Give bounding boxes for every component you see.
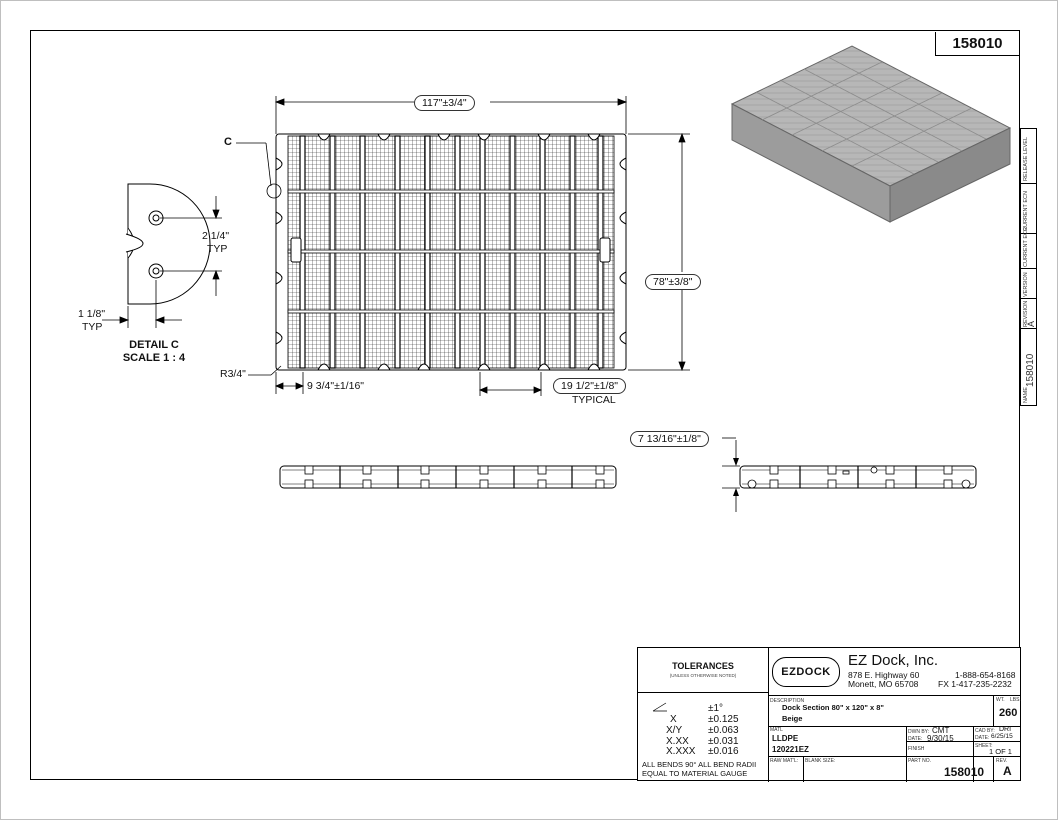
detail-horizontal-note: TYP [82,321,103,333]
title-block: TOLERANCES (UNLESS OTHERWISE NOTED) ±1° … [637,647,1021,782]
bends-note-1: ALL BENDS 90° ALL BEND RADII [642,760,757,769]
detail-title: DETAIL C [129,339,179,351]
detail-horizontal-dim: 1 1/8" [78,308,106,320]
part-number: 158010 [944,765,985,779]
detail-scale: SCALE 1 : 4 [122,352,186,364]
description-line-2: Beige [782,714,803,723]
tolerances-title: TOLERANCES [672,661,734,671]
revision-value: A [1003,764,1012,778]
side-view-long [279,465,617,489]
angle-icon [652,702,667,712]
rev-current-ecn: CURRENT ECN [1021,184,1036,234]
material-code: 120221EZ [772,745,809,754]
overall-height-dim: 78"±3/8" [645,274,701,290]
material-value: LLDPE [772,734,799,743]
drawing-border [30,30,1020,780]
description-line-1: Dock Section 80" x 120" x 8" [782,703,884,712]
rev-current-ecr: CURRENT ECR [1021,227,1036,269]
typical-spacing-dim: 19 1/2"±1/8" [553,378,627,394]
plan-dimensions [236,96,690,396]
rev-revision: REVISION A [1021,300,1036,329]
rev-release-level: RELEASE LEVEL [1021,129,1036,184]
drawing-number: 158010 [935,32,1019,56]
bends-note-2: EQUAL TO MATERIAL GAUGE [642,769,748,778]
weight-value: 260 [999,707,1018,719]
detail-vertical-note: TYP [207,243,228,255]
rev-version: VERSION [1021,269,1036,299]
rev-name: NAME 158010 [1023,353,1036,403]
thickness-dim: 7 13/16"±1/8" [630,431,709,447]
detail-callout-circle [266,183,282,199]
isometric-view [730,45,1012,223]
company-logo: EZDOCK [772,657,840,687]
edge-spacing-dim: 9 3/4"±1/16" [307,380,365,392]
revision-strip: RELEASE LEVEL CURRENT ECN CURRENT ECR VE… [1020,128,1037,406]
typical-label: TYPICAL [572,394,616,406]
detail-dimensions [102,196,222,328]
tolerances-note: (UNLESS OTHERWISE NOTED) [669,673,737,678]
corner-radius-dim: R3/4" [220,368,246,380]
overall-width-dim: 117"±3/4" [414,95,475,111]
detail-vertical-dim: 2 1/4" [202,230,230,242]
side-view-short [722,437,977,512]
detail-c-view [125,183,211,305]
plan-view [266,133,627,371]
company-name: EZ Dock, Inc. [848,652,939,669]
detail-callout-label: C [224,136,232,148]
sheet-value: 1 OF 1 [989,747,1012,756]
